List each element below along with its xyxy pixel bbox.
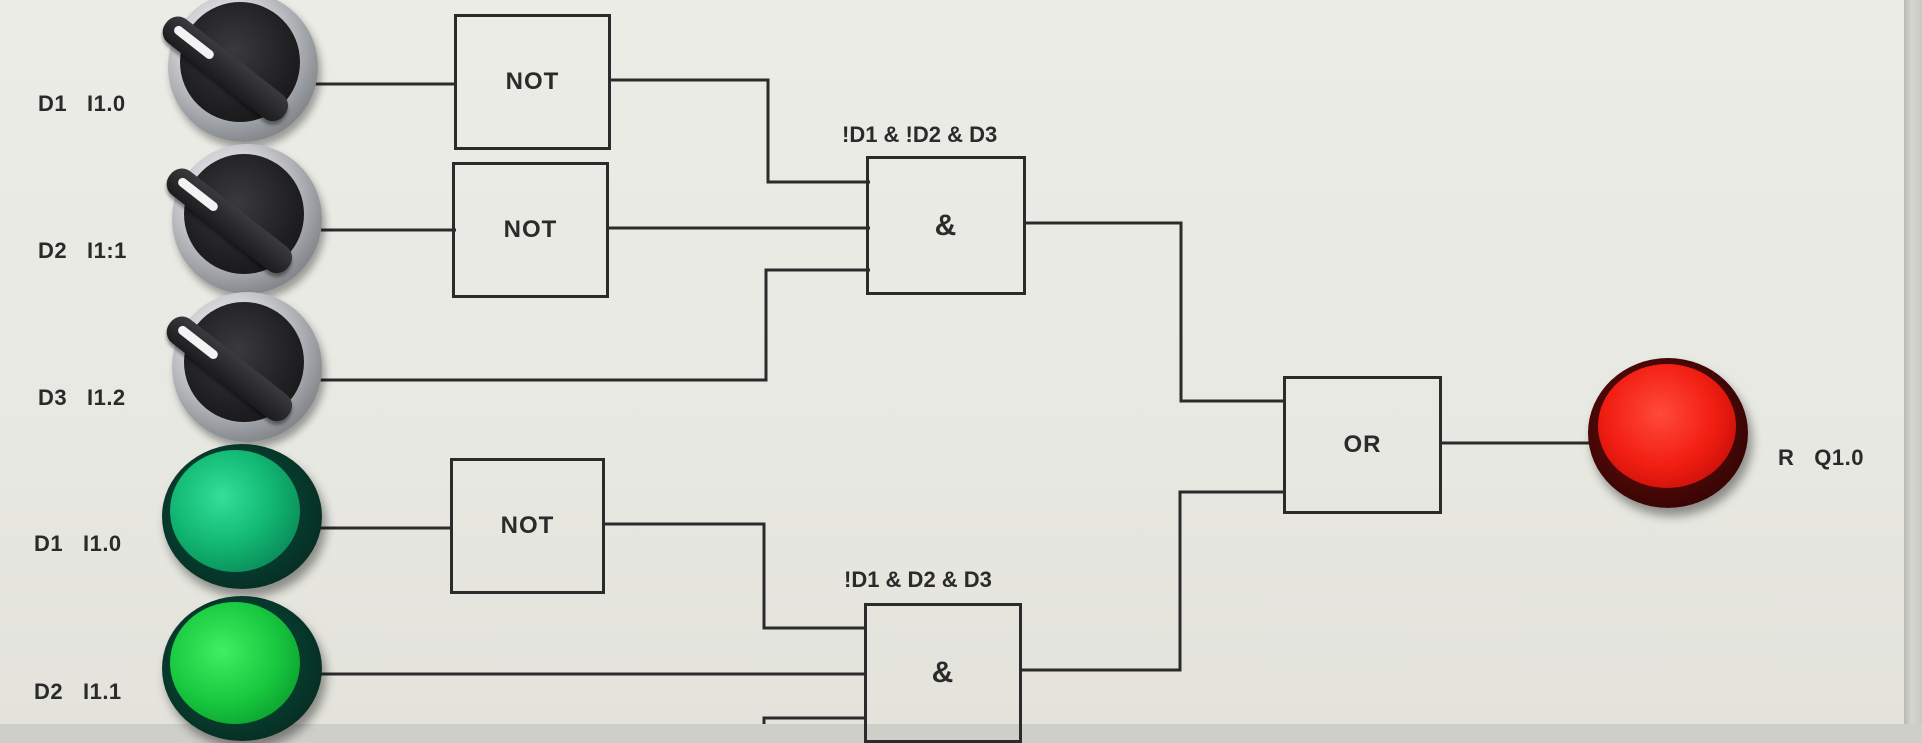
input-label-4: D1 I1.0: [34, 531, 122, 557]
and-gate-1: &: [866, 156, 1026, 295]
wire-not3-and2: [602, 524, 866, 628]
wire-and1-or: [1024, 223, 1285, 401]
indicator-lamp-d1: [162, 444, 322, 589]
selector-switch-d3[interactable]: [172, 292, 322, 442]
and-gate-2-title: !D1 & D2 & D3: [844, 567, 992, 593]
indicator-lamp-d2: [162, 596, 322, 741]
selector-switch-d2[interactable]: [172, 144, 322, 294]
and-gate-1-title: !D1 & !D2 & D3: [842, 122, 997, 148]
input-label-5: D2 I1.1: [34, 679, 122, 705]
wire-and2-or: [1020, 492, 1285, 670]
wire-d3b-and2: [764, 718, 866, 724]
output-label: R Q1.0: [1778, 445, 1864, 471]
or-gate: OR: [1283, 376, 1442, 514]
input-label-3: D3 I1.2: [38, 385, 126, 411]
lamp-lens: [1598, 364, 1736, 488]
wire-not1-and1: [610, 80, 870, 182]
input-label-1: D1 I1.0: [38, 91, 126, 117]
not-gate-2: NOT: [452, 162, 609, 298]
not-gate-1: NOT: [454, 14, 611, 150]
and-gate-2: &: [864, 603, 1022, 743]
lamp-lens: [170, 450, 300, 572]
lamp-lens: [170, 602, 300, 724]
not-gate-3: NOT: [450, 458, 605, 594]
input-label-2: D2 I1:1: [38, 238, 127, 264]
output-lamp-r: [1588, 358, 1748, 508]
